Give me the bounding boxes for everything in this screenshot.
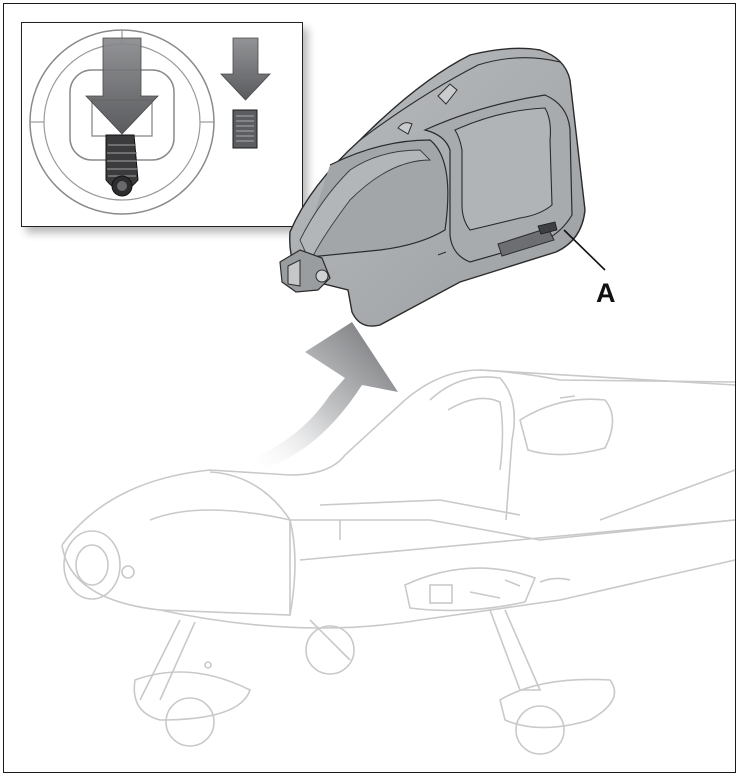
callout-leader-line <box>563 229 606 271</box>
canopy-hatch <box>279 47 586 327</box>
airplane-fuselage <box>61 369 736 755</box>
plug-connector-icon <box>105 134 139 197</box>
latch-slider-icon <box>220 37 271 149</box>
callout-label-a: A <box>596 278 616 308</box>
curved-arrow-icon <box>245 322 398 468</box>
inset-down-arrow-large <box>85 37 159 135</box>
